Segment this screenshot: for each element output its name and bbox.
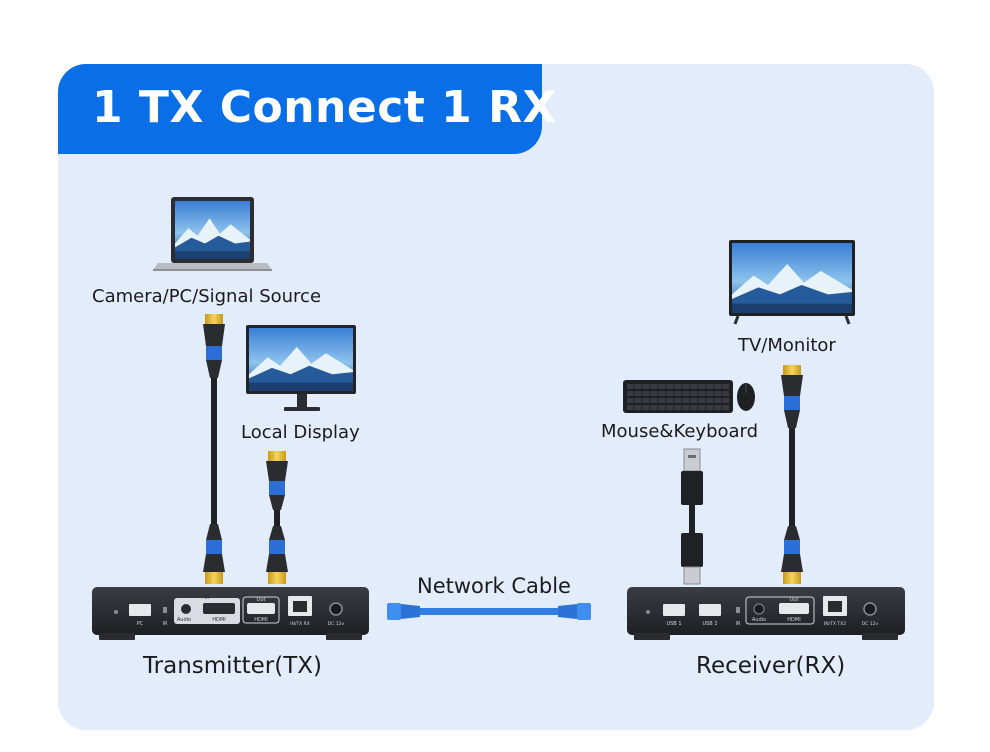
rx-port-dc-label: DC 12v (862, 621, 879, 627)
tx-port-dc-label: DC 12v (328, 621, 345, 627)
receiver-label: Receiver(RX) (696, 653, 846, 679)
tx-port-pc-label: PC (137, 621, 144, 627)
tx-port-in-label: In (205, 595, 210, 601)
rx-port-usb2-label: USB 2 (702, 621, 717, 627)
tx-port-ir-label: IR (163, 621, 168, 627)
rx-port-ir-label: IR (736, 621, 741, 627)
receiver-device-icon: USB 1 USB 2 IR Audio Out HDMI IN/TX TX2 … (627, 587, 905, 640)
transmitter-label: Transmitter(TX) (143, 653, 322, 679)
tv-monitor-label: TV/Monitor (738, 335, 836, 356)
rx-port-usb1-label: USB 1 (666, 621, 681, 627)
title-tab (58, 64, 542, 154)
tx-port-hdmi-label: HDMI (212, 617, 225, 623)
network-cable-label: Network Cable (417, 574, 571, 598)
rx-port-hdmi-label: HDMI (787, 617, 800, 623)
keyboard-icon (623, 380, 733, 413)
transmitter-device-icon: PC IR Audio HDMI In Out HDMI IN/TX RX DC… (92, 587, 369, 640)
tv-icon (729, 240, 855, 325)
source-label: Camera/PC/Signal Source (92, 286, 322, 307)
usb-cable-icon (681, 448, 703, 585)
tx-port-out-label: Out (256, 597, 265, 603)
local-display-monitor-icon (246, 325, 356, 411)
page-title: 1 TX Connect 1 RX (92, 82, 557, 133)
mouse-icon (737, 383, 755, 411)
hdmi-cable-local-display-icon (266, 451, 288, 584)
tx-port-net-label: IN/TX RX (290, 621, 310, 627)
hdmi-cable-tv-icon (781, 365, 803, 584)
rx-port-out-label: Out (789, 597, 798, 603)
network-cable-icon (387, 603, 591, 620)
tx-port-audio-label: Audio (177, 617, 191, 623)
tx-port-hdmi2-label: HDMI (254, 617, 267, 623)
hdmi-cable-source-icon (203, 314, 225, 584)
mouse-keyboard-label: Mouse&Keyboard (601, 421, 759, 442)
rx-port-net-label: IN/TX TX2 (824, 621, 846, 627)
laptop-icon (153, 197, 272, 271)
rx-port-audio-label: Audio (752, 617, 766, 623)
local-display-label: Local Display (241, 422, 360, 443)
